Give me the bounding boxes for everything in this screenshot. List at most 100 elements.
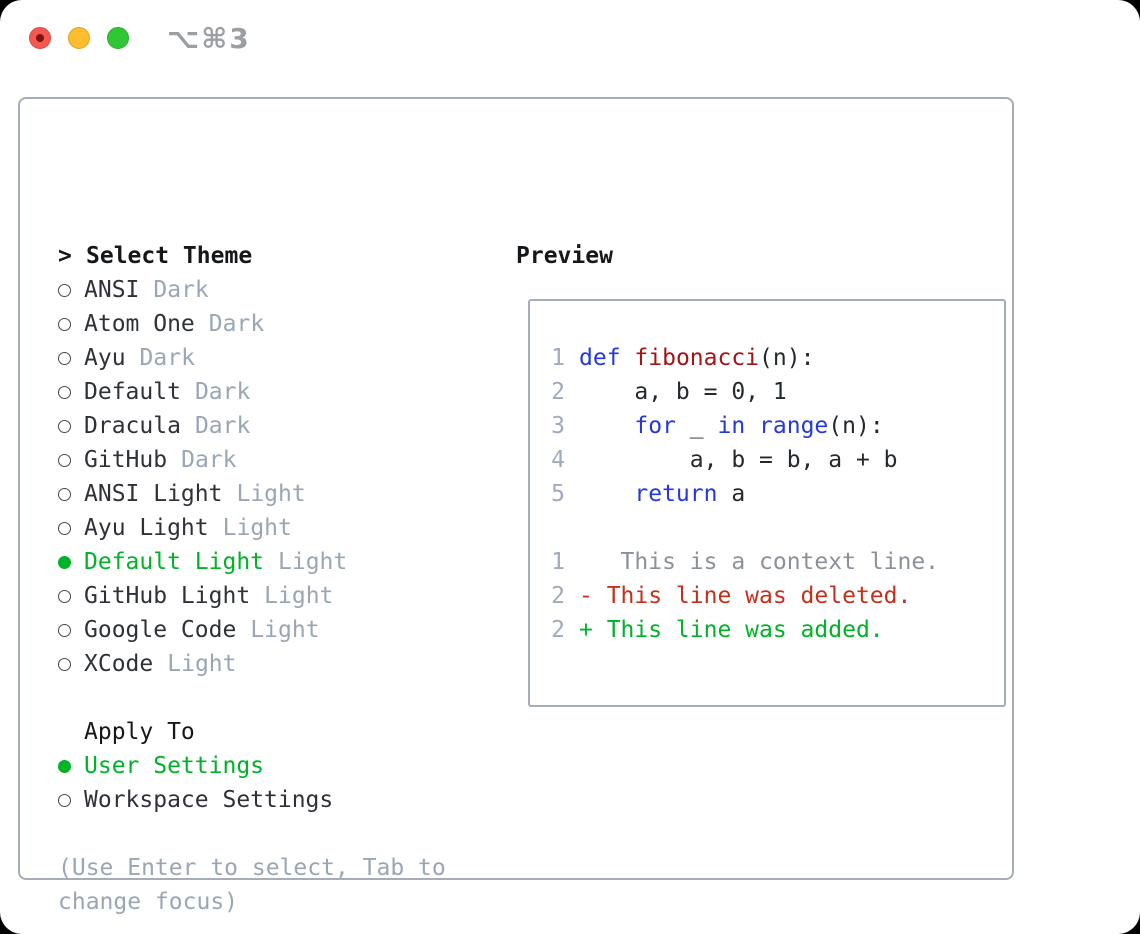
line-number: 2 [551,379,565,405]
theme-option[interactable]: Atom One Dark [58,307,498,341]
theme-option[interactable]: GitHub Dark [58,443,498,477]
radio-icon [58,454,71,467]
radio-icon [58,318,71,331]
theme-variant: Light [250,617,320,643]
apply-option-label: Workspace Settings [84,787,334,813]
theme-option[interactable]: GitHub Light Light [58,579,498,613]
theme-name: Atom One [84,311,195,337]
code-token [579,413,634,439]
apply-to-header: Apply To [84,719,195,745]
theme-option[interactable]: Dracula Dark [58,409,498,443]
theme-variant: Dark [139,345,195,371]
radio-icon [58,590,71,603]
line-number: 5 [551,481,565,507]
theme-name: Default [84,379,181,405]
theme-name: Ayu Light [84,515,209,541]
theme-variant: Dark [181,447,237,473]
code-token: for [634,413,676,439]
diff-content: - This line was deleted. [579,583,912,609]
theme-option[interactable]: Google Code Light [58,613,498,647]
radio-icon [58,658,71,671]
code-token [579,481,634,507]
radio-icon [58,794,71,807]
theme-variant: Light [236,481,306,507]
code-line: 5 return a [551,477,939,511]
theme-name: Ayu [84,345,126,371]
code-line: 1 def fibonacci(n): [551,341,939,375]
code-line: 4 a, b = b, a + b [551,443,939,477]
line-number: 1 [551,549,565,575]
radio-icon [58,522,71,535]
theme-name: ANSI [84,277,140,303]
line-number: 1 [551,345,565,371]
theme-option[interactable]: ANSI Light Light [58,477,498,511]
diff-line: 2 - This line was deleted. [551,579,939,613]
radio-icon [58,386,71,399]
hint-text: (Use Enter to select, Tab to change focu… [58,855,446,915]
code-content: def fibonacci(n): [579,345,814,371]
theme-variant: Dark [208,311,265,337]
diff-content: This is a context line. [579,549,940,575]
radio-icon [58,556,71,569]
code-token: range [759,413,829,439]
diff-line: 1 This is a context line. [551,545,939,579]
code-line: 3 for _ in range(n): [551,409,939,443]
line-number: 3 [551,413,565,439]
diff-line: 2 + This line was added. [551,613,939,647]
code-token: _ [675,413,718,439]
theme-variant: Dark [194,413,251,439]
radio-icon [58,624,71,637]
diff-content: + This line was added. [579,617,884,643]
radio-icon [58,284,71,297]
theme-variant: Light [222,515,292,541]
theme-variant: Light [167,651,237,677]
select-theme-title: Select Theme [86,243,253,269]
theme-name: GitHub Light [84,583,251,609]
zoom-button[interactable] [107,27,129,49]
code-token [745,413,759,439]
code-token: (n): [759,345,815,371]
theme-variant: Dark [194,379,251,405]
focus-caret-icon: > [58,243,72,269]
theme-variant: Light [264,583,334,609]
minimize-button[interactable] [68,27,90,49]
code-line: 2 a, b = 0, 1 [551,375,939,409]
theme-option[interactable]: Default Dark [58,375,498,409]
theme-option[interactable]: Default Light Light [58,545,498,579]
theme-name: Google Code [84,617,237,643]
line-number: 2 [551,583,565,609]
radio-icon [58,352,71,365]
preview-pane [528,299,1006,707]
theme-option[interactable]: ANSI Dark [58,273,498,307]
theme-name: Dracula [84,413,181,439]
code-token: a, b = b, a + b [579,447,898,473]
apply-option[interactable]: Workspace Settings [58,783,498,817]
radio-icon [58,420,71,433]
theme-variant: Dark [153,277,209,303]
code-token: a [717,481,746,507]
theme-variant: Light [278,549,348,575]
code-token [621,345,635,371]
code-content: return a [579,481,745,507]
code-content: a, b = 0, 1 [579,379,787,405]
theme-name: GitHub [84,447,168,473]
radio-icon [58,488,71,501]
close-button[interactable] [29,27,51,49]
window-shortcut-label: ⌥⌘3 [167,22,251,55]
theme-option[interactable]: Ayu Dark [58,341,498,375]
apply-option[interactable]: User Settings [58,749,498,783]
theme-name: ANSI Light [84,481,223,507]
code-token: a, b = 0, 1 [579,379,787,405]
line-number: 2 [551,617,565,643]
code-token: def [579,345,621,371]
theme-name: Default Light [84,549,265,575]
theme-option[interactable]: Ayu Light Light [58,511,498,545]
code-token: fibonacci [634,345,760,371]
